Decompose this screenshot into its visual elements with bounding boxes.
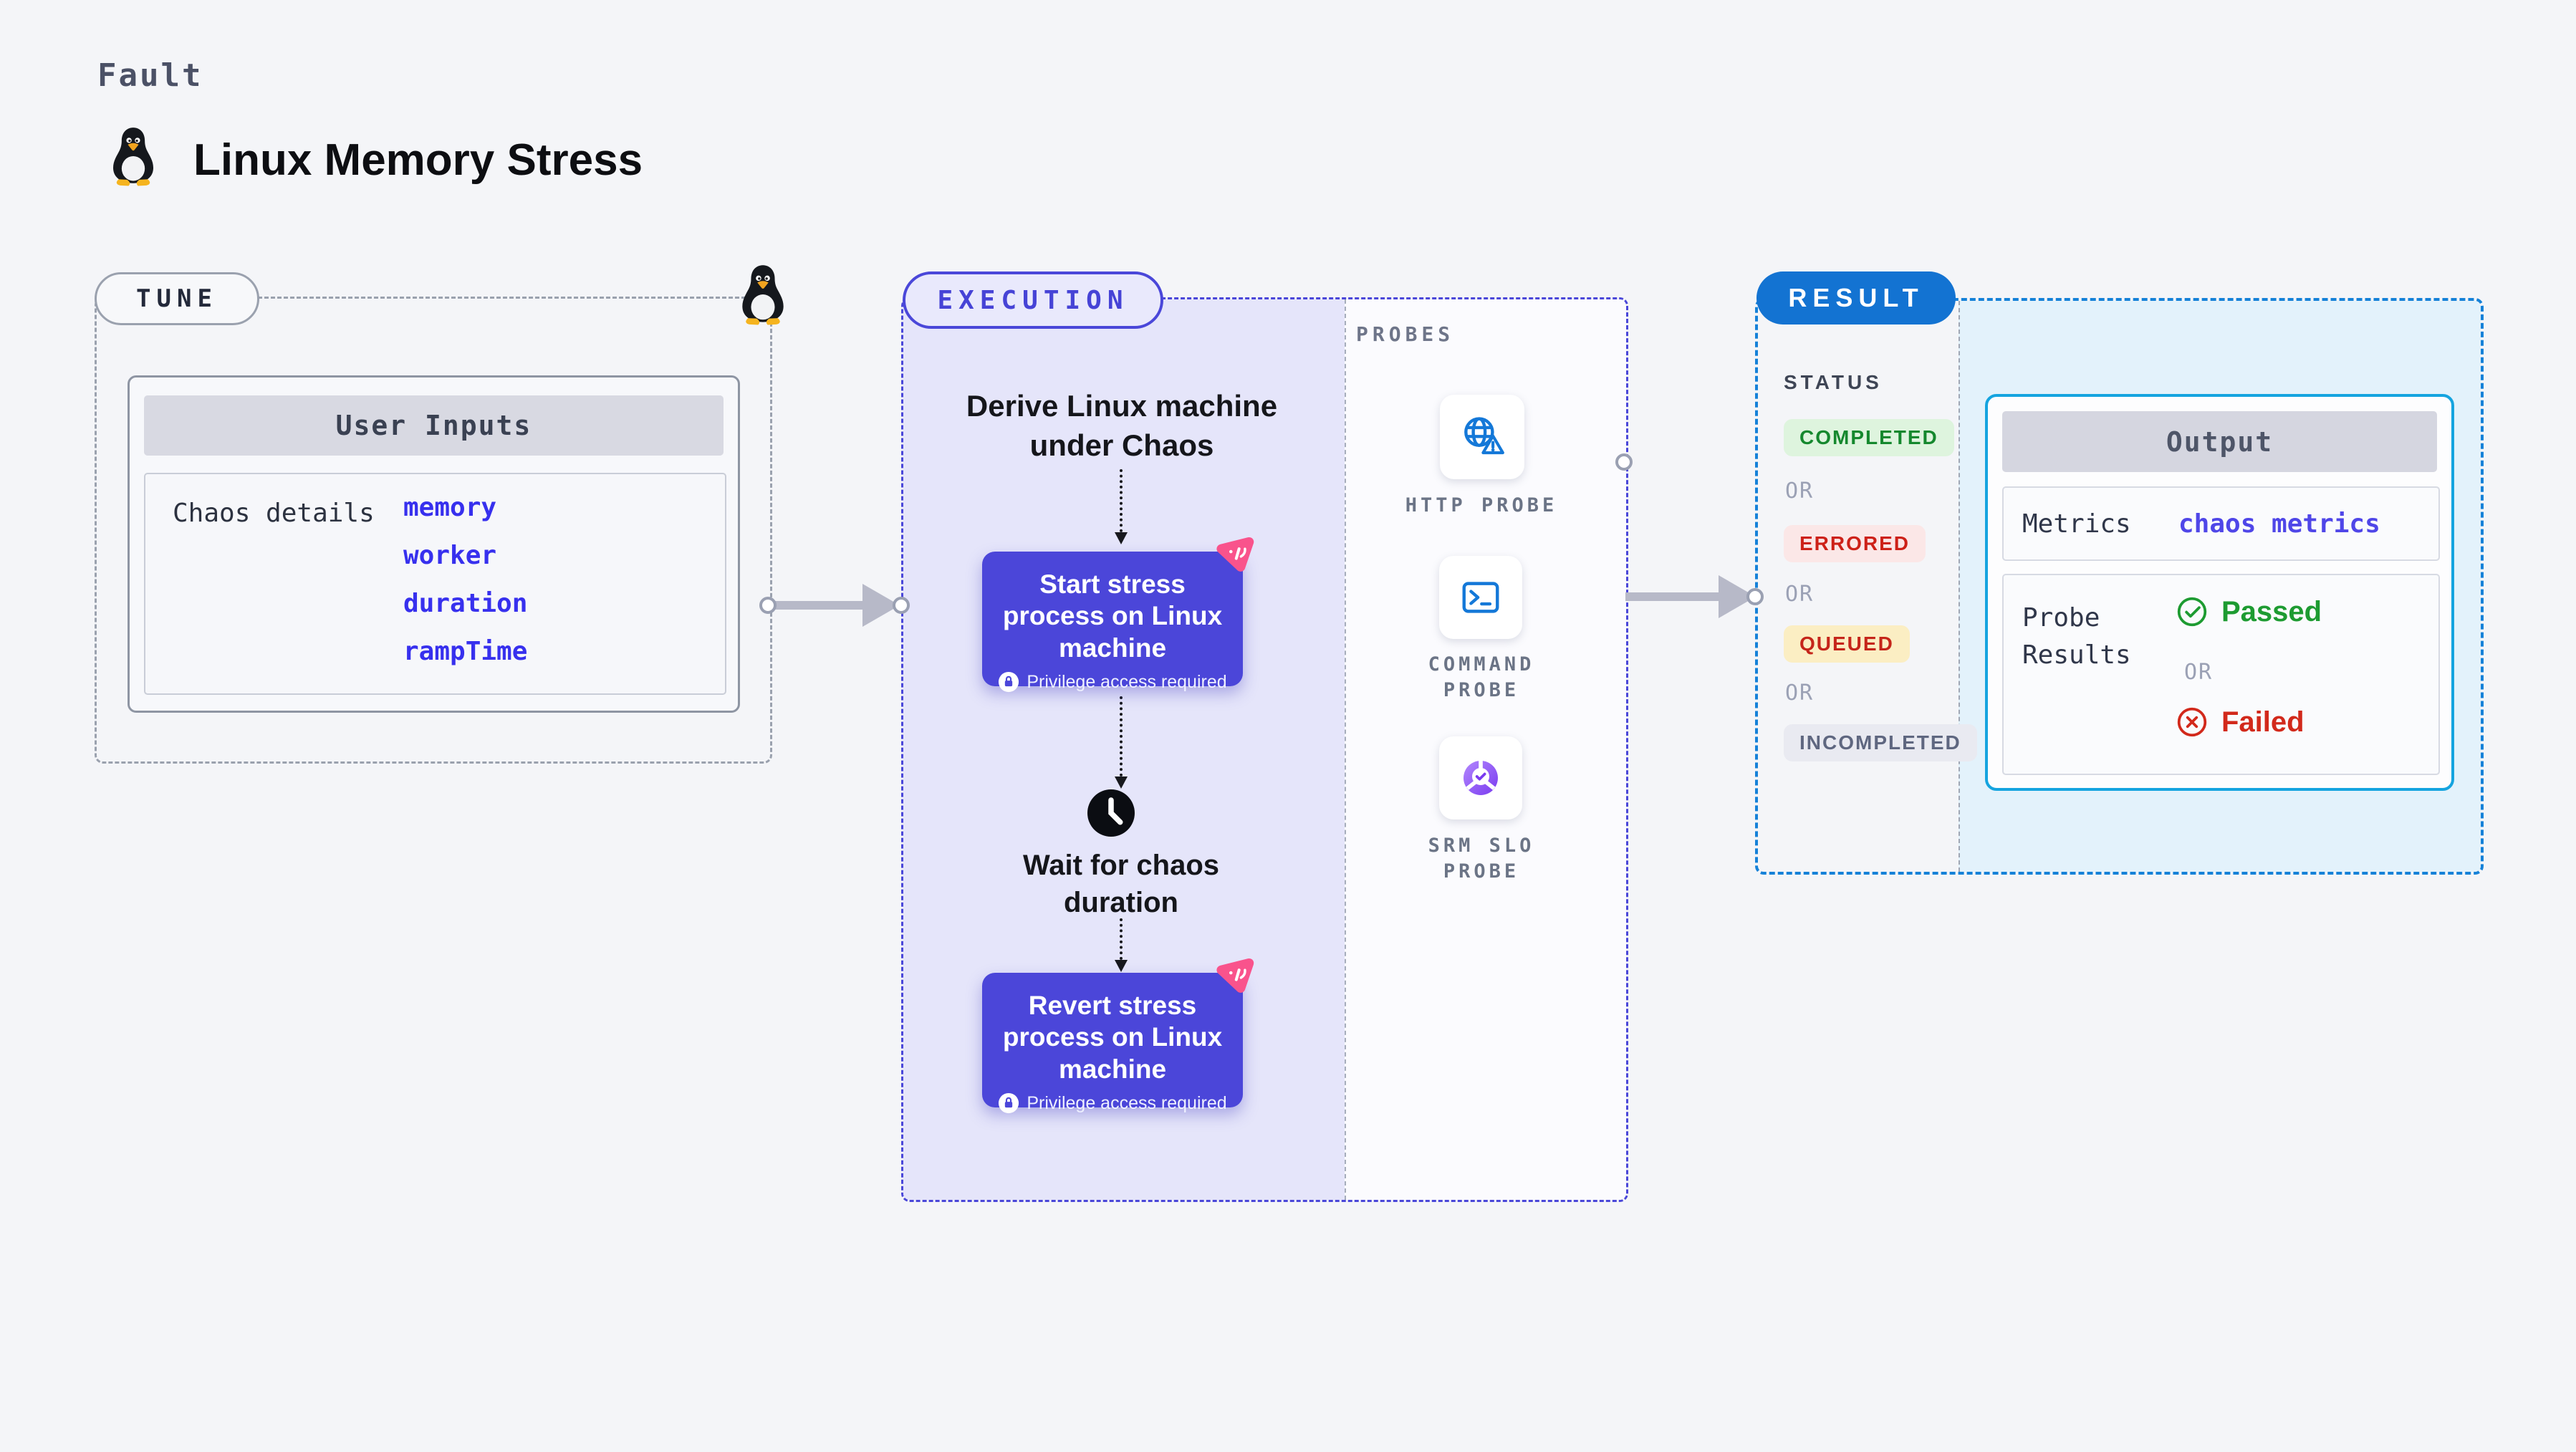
user-inputs-card: User Inputs Chaos details memory worker … [128, 375, 740, 713]
metrics-label: Metrics [2022, 509, 2131, 539]
start-stress-node-title: Start stress process on Linux machine [1002, 569, 1223, 663]
globe-alert-icon [1464, 417, 1504, 455]
probe-results-label: Probe Results [2022, 603, 2131, 670]
start-stress-node: Start stress process on Linux machine Pr… [982, 537, 1254, 693]
lock-icon [999, 1093, 1019, 1114]
or-separator: OR [2184, 660, 2214, 685]
user-inputs-header: User Inputs [144, 395, 724, 456]
chaos-triangle-icon [1216, 958, 1254, 993]
passed-result: Passed [2176, 595, 2322, 628]
privilege-note: Privilege access required [982, 1092, 1243, 1114]
srm-slo-probe-card [1439, 736, 1522, 819]
user-inputs-body: Chaos details memory worker duration ram… [144, 473, 726, 695]
revert-stress-node-title: Revert stress process on Linux machine [1002, 991, 1223, 1084]
or-separator: OR [1785, 681, 1815, 706]
value-memory: memory [403, 493, 497, 522]
chaos-details-label: Chaos details [173, 499, 375, 528]
result-badge: RESULT [1756, 271, 1956, 324]
output-card: Output Metrics chaos metrics Probe Resul… [1985, 394, 2454, 791]
failed-label: Failed [2221, 706, 2305, 738]
flow-connector [1120, 918, 1123, 960]
command-probe-card [1439, 556, 1522, 639]
failed-result: Failed [2176, 706, 2305, 739]
connection-port [1615, 453, 1633, 471]
probes-column-label: PROBES [1356, 322, 1455, 346]
pie-check-icon [1464, 761, 1498, 795]
or-separator: OR [1785, 479, 1815, 504]
or-separator: OR [1785, 582, 1815, 607]
metrics-row: Metrics chaos metrics [2002, 486, 2440, 561]
clock-icon [1087, 789, 1135, 837]
tune-badge: TUNE [95, 272, 259, 325]
chaos-details-values: memory worker duration rampTime [403, 493, 527, 666]
http-probe-card [1440, 395, 1524, 479]
metrics-value: chaos metrics [2178, 509, 2380, 539]
flow-connector-arrowhead [1115, 777, 1128, 789]
command-probe-label: COMMAND PROBE [1428, 653, 1535, 702]
http-probe-label: HTTP PROBE [1405, 494, 1558, 516]
flow-connector-arrowhead [1115, 960, 1128, 972]
chaos-triangle-icon [1216, 537, 1254, 572]
check-circle-icon [2177, 597, 2207, 627]
value-ramptime: rampTime [403, 637, 528, 666]
connection-port [893, 597, 910, 614]
privilege-note-text: Privilege access required [1027, 1092, 1227, 1113]
tune-section-box [95, 297, 772, 764]
status-badge-errored: ERRORED [1784, 525, 1926, 562]
x-circle-icon [2177, 707, 2207, 737]
flow-connector [1120, 469, 1123, 532]
tux-penguin-icon [113, 128, 153, 186]
probes-to-result-arrow [1625, 592, 1720, 601]
output-header: Output [2002, 411, 2437, 472]
privilege-note-text: Privilege access required [1027, 671, 1227, 692]
page-title: Linux Memory Stress [193, 135, 643, 185]
terminal-icon [1462, 582, 1499, 613]
status-heading: STATUS [1784, 371, 1883, 393]
fault-eyebrow: Fault [97, 57, 203, 94]
flow-connector [1120, 696, 1123, 777]
value-duration: duration [403, 589, 528, 618]
tune-to-execution-arrow [768, 601, 864, 610]
wait-step-label: Wait for chaos duration [1022, 850, 1220, 918]
value-worker: worker [403, 541, 497, 570]
status-badge-incompleted: INCOMPLETED [1784, 724, 1977, 761]
connection-port [759, 597, 777, 614]
probe-results-row: Probe Results Passed OR Failed [2002, 574, 2440, 775]
execution-badge: EXECUTION [903, 271, 1163, 329]
derive-step-label: Derive Linux machine under Chaos [966, 389, 1278, 462]
status-badge-queued: QUEUED [1784, 625, 1910, 663]
lock-icon [999, 672, 1019, 693]
flow-connector-arrowhead [1115, 532, 1128, 544]
passed-label: Passed [2221, 595, 2322, 628]
privilege-note: Privilege access required [982, 671, 1243, 693]
connection-port [1746, 588, 1764, 605]
tux-penguin-icon [742, 265, 784, 325]
status-badge-completed: COMPLETED [1784, 419, 1954, 456]
srm-slo-probe-label: SRM SLO PROBE [1428, 835, 1535, 883]
revert-stress-node: Revert stress process on Linux machine P… [982, 958, 1254, 1114]
